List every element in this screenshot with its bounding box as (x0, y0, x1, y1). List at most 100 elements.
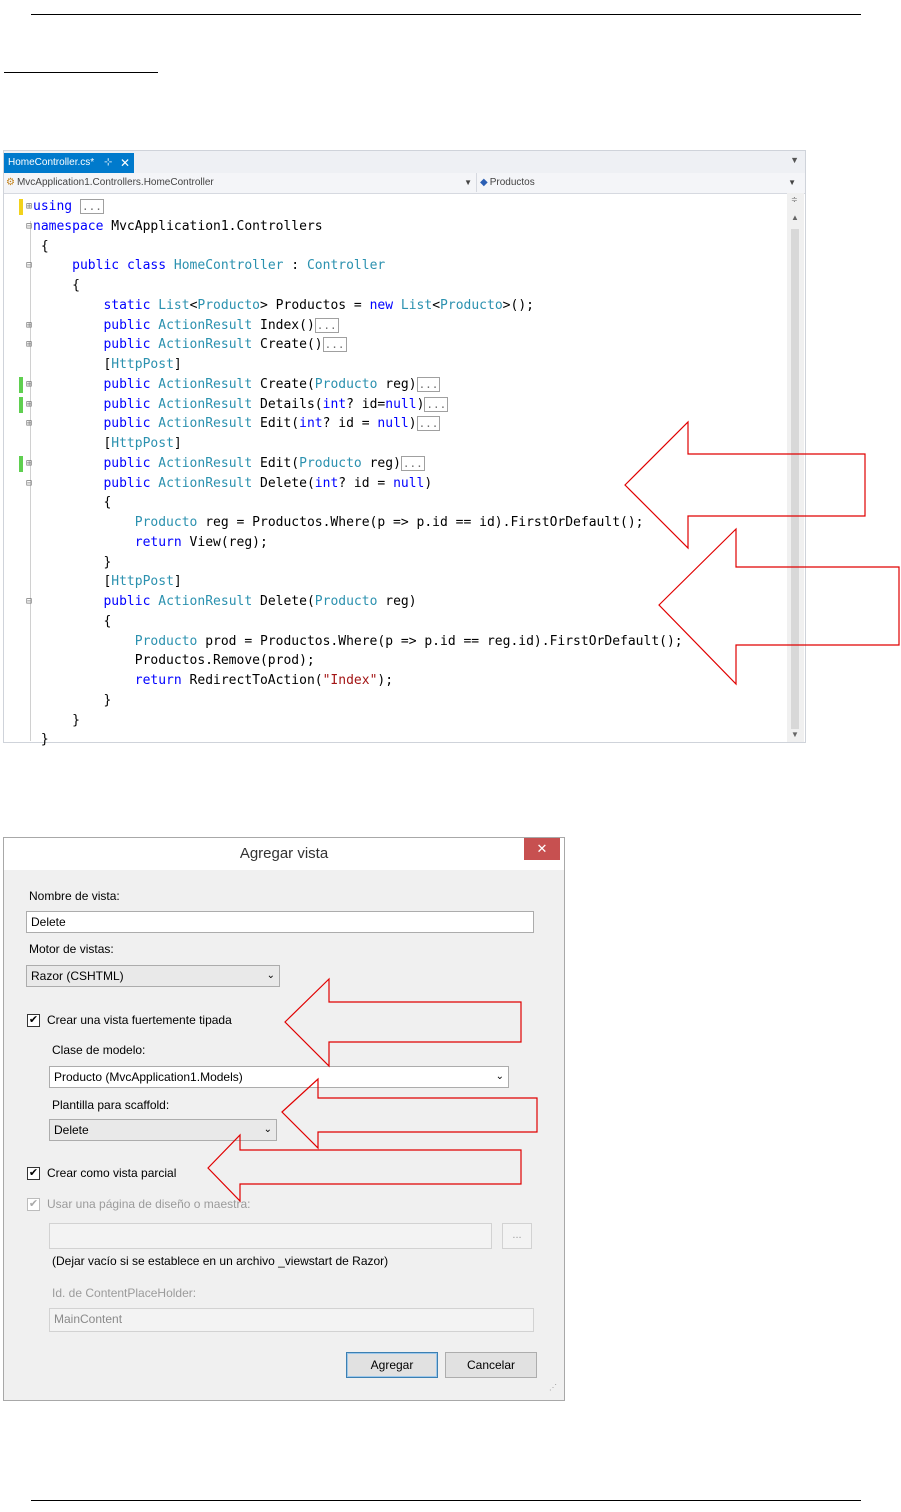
layout-label: Usar una página de diseño o maestra: (47, 1197, 251, 1211)
collapse-icon[interactable]: ⊟ (26, 220, 33, 232)
code-line[interactable]: static List<Producto> Productos = new Li… (4, 296, 784, 316)
code-line[interactable]: [HttpPost] (4, 572, 784, 592)
code-line[interactable]: } (4, 553, 784, 573)
chevron-down-icon: ⌄ (263, 1124, 272, 1135)
partial-checkbox[interactable]: ✔ (27, 1167, 40, 1180)
strong-typed-label[interactable]: Crear una vista fuertemente tipada (47, 1013, 232, 1027)
code-text: [HttpPost] (33, 436, 182, 451)
code-line[interactable]: ⊞ public ActionResult Create()... (4, 335, 784, 355)
scaffold-label: Plantilla para scaffold: (52, 1098, 170, 1112)
code-text: public ActionResult Delete(int? id = nul… (103, 475, 433, 491)
code-line[interactable]: ⊞ public ActionResult Edit(int? id = nul… (4, 414, 784, 434)
expand-icon[interactable]: ⊞ (26, 418, 33, 430)
code-line[interactable]: } (4, 730, 784, 750)
scroll-thumb[interactable] (791, 229, 799, 729)
strong-typed-checkbox[interactable]: ✔ (27, 1014, 40, 1027)
code-line[interactable]: return View(reg); (4, 533, 784, 553)
type-dropdown[interactable]: ⚙MvcApplication1.Controllers.HomeControl… (6, 173, 477, 192)
code-line[interactable]: { (4, 612, 784, 632)
code-line[interactable]: { (4, 237, 784, 257)
code-line[interactable]: ⊞ public ActionResult Details(int? id=nu… (4, 395, 784, 415)
vertical-scrollbar[interactable]: ≑ ▲ ▼ (787, 193, 804, 742)
code-line[interactable]: return RedirectToAction("Index"); (4, 671, 784, 691)
expand-icon[interactable]: ⊞ (26, 398, 33, 410)
code-text: public ActionResult Create(Producto reg)… (103, 376, 441, 392)
code-text: Producto reg = Productos.Where(p => p.id… (134, 515, 644, 530)
split-icon[interactable]: ≑ (791, 195, 798, 204)
dialog-title: Agregar vista (239, 845, 329, 862)
code-line[interactable]: Producto reg = Productos.Where(p => p.id… (4, 513, 784, 533)
code-line[interactable]: [HttpPost] (4, 434, 784, 454)
code-line[interactable]: Productos.Remove(prod); (4, 651, 784, 671)
code-line[interactable]: { (4, 276, 784, 296)
view-name-input[interactable]: Delete (26, 911, 534, 933)
close-button[interactable]: ✕ (524, 838, 560, 860)
engine-select-value: Razor (CSHTML) (31, 969, 124, 983)
tab-homecontroller[interactable]: HomeController.cs* ⊹ ✕ (4, 153, 134, 173)
code-line[interactable]: ⊟ public class HomeController : Controll… (4, 256, 784, 276)
code-line[interactable]: ⊞ public ActionResult Create(Producto re… (4, 375, 784, 395)
engine-label: Motor de vistas: (29, 942, 114, 956)
expand-icon[interactable]: ⊞ (26, 201, 33, 212)
view-name-label: Nombre de vista: (29, 889, 120, 903)
layout-checkbox[interactable]: ✔ (27, 1198, 40, 1211)
chevron-down-icon: ▼ (464, 178, 472, 187)
code-text: return View(reg); (134, 534, 268, 550)
code-line[interactable]: ⊞using ... (4, 197, 784, 217)
collapse-icon[interactable]: ⊟ (26, 596, 33, 607)
code-line[interactable]: ⊞ public ActionResult Edit(Producto reg)… (4, 454, 784, 474)
code-line[interactable]: ⊟ public ActionResult Delete(int? id = n… (4, 474, 784, 494)
code-text: public ActionResult Delete(Producto reg) (103, 594, 417, 609)
change-marker (19, 376, 23, 393)
layout-input[interactable] (49, 1223, 492, 1249)
code-line[interactable]: } (4, 691, 784, 711)
scaffold-select-value: Delete (54, 1123, 89, 1137)
expand-icon[interactable]: ⊞ (26, 319, 33, 331)
expand-icon[interactable]: ⊞ (26, 457, 33, 469)
collapse-icon[interactable]: ⊟ (26, 477, 33, 489)
code-line[interactable]: ⊟namespace MvcApplication1.Controllers (4, 217, 784, 237)
tab-overflow-icon[interactable]: ▼ (790, 155, 799, 165)
cancel-button[interactable]: Cancelar (445, 1352, 537, 1378)
tab-bar: HomeController.cs* ⊹ ✕ ▼ (4, 151, 805, 174)
code-line[interactable]: ⊟ public ActionResult Delete(Producto re… (4, 592, 784, 612)
code-line[interactable]: [HttpPost] (4, 355, 784, 375)
close-icon[interactable]: ✕ (120, 156, 131, 170)
scaffold-select[interactable]: Delete ⌄ (49, 1119, 277, 1141)
model-class-label: Clase de modelo: (52, 1043, 146, 1057)
code-line[interactable]: { (4, 493, 784, 513)
add-button[interactable]: Agregar (346, 1352, 438, 1378)
field-icon: ◆ (480, 177, 488, 188)
code-text: return RedirectToAction("Index"); (134, 673, 394, 688)
expand-icon[interactable]: ⊞ (26, 339, 33, 351)
chevron-down-icon: ▼ (788, 178, 796, 187)
scroll-down-icon[interactable]: ▼ (791, 730, 799, 739)
code-area[interactable]: ⊞using ...⊟namespace MvcApplication1.Con… (4, 193, 787, 747)
code-line[interactable]: ⊞ public ActionResult Index()... (4, 316, 784, 336)
bottom-rule (31, 1500, 861, 1501)
pin-icon[interactable]: ⊹ (104, 157, 113, 168)
chevron-down-icon: ⌄ (266, 970, 275, 981)
scroll-up-icon[interactable]: ▲ (791, 213, 799, 222)
code-editor: HomeController.cs* ⊹ ✕ ▼ ⚙MvcApplication… (3, 150, 806, 747)
code-text: { (33, 613, 112, 629)
code-line[interactable]: } (4, 711, 784, 731)
dialog-titlebar: Agregar vista ✕ (4, 838, 564, 870)
placeholder-id-label: Id. de ContentPlaceHolder: (52, 1286, 197, 1300)
model-class-select[interactable]: Producto (MvcApplication1.Models) ⌄ (49, 1066, 509, 1088)
code-text: } (33, 692, 112, 708)
code-text: { (33, 495, 112, 511)
code-text: Producto prod = Productos.Where(p => p.i… (134, 633, 683, 649)
partial-label[interactable]: Crear como vista parcial (47, 1166, 177, 1180)
code-line[interactable]: Producto prod = Productos.Where(p => p.i… (4, 632, 784, 652)
engine-select[interactable]: Razor (CSHTML) ⌄ (26, 965, 280, 987)
expand-icon[interactable]: ⊞ (26, 378, 33, 390)
add-view-dialog: Agregar vista ✕ Nombre de vista: Delete … (3, 837, 565, 1401)
top-rule (31, 14, 861, 15)
resize-grip-icon[interactable]: ⋰ (549, 1383, 557, 1392)
browse-button[interactable]: ... (502, 1223, 532, 1249)
placeholder-id-input[interactable]: MainContent (49, 1308, 534, 1332)
member-dropdown[interactable]: ◆Productos ▼ (480, 173, 798, 192)
heading-underline (4, 72, 158, 73)
collapse-icon[interactable]: ⊟ (26, 260, 33, 272)
